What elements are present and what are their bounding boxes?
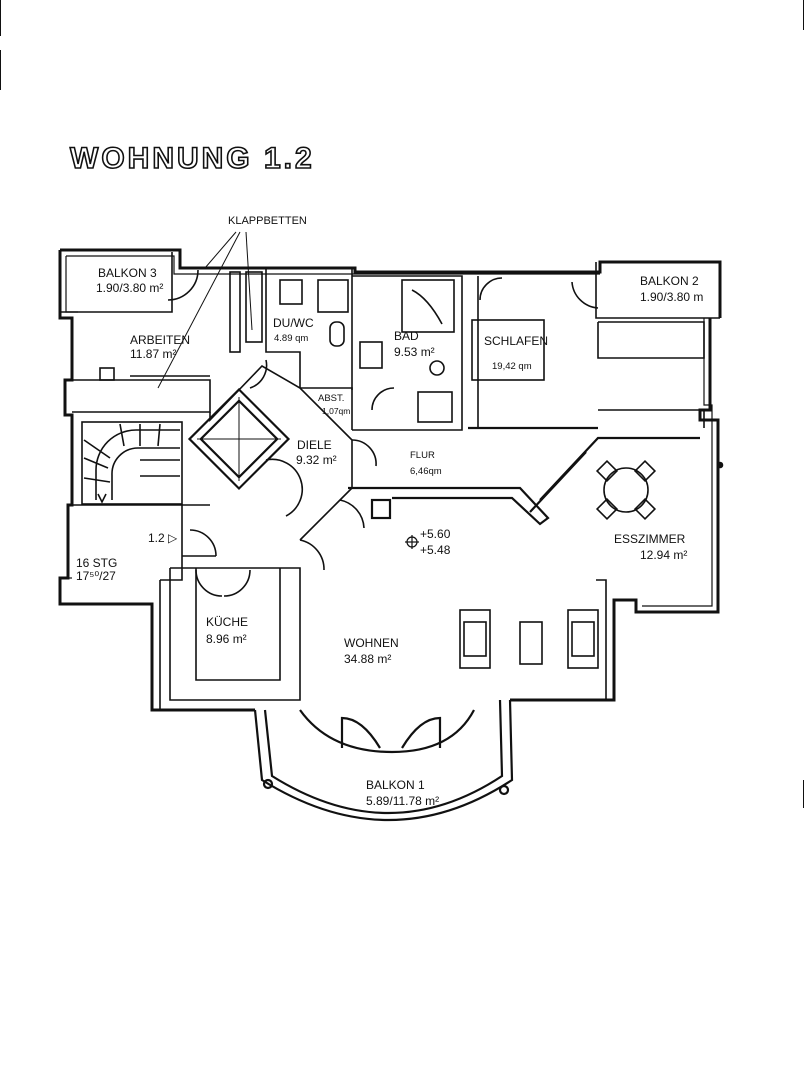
room-name-balkon-3: BALKON 3 xyxy=(98,266,157,280)
plan-title: WOHNUNG 1.2 xyxy=(69,141,315,176)
diele-walls xyxy=(182,359,377,571)
room-name-esszimmer: ESSZIMMER xyxy=(614,532,686,546)
kueche-walls xyxy=(159,567,301,710)
room-area-diele: 9.32 m² xyxy=(296,453,337,467)
room-name-flur: FLUR xyxy=(410,450,435,461)
room-name-balkon-1: BALKON 1 xyxy=(366,778,425,792)
room-area-wohnen: 34.88 m² xyxy=(344,652,392,666)
room-name-arbeiten: ARBEITEN xyxy=(130,333,191,347)
room-name-duwc: DU/WC xyxy=(273,316,314,330)
schlafen-walls xyxy=(471,276,705,428)
room-area-kueche: 8.96 m² xyxy=(206,632,247,646)
room-area-abst: 1,07qm xyxy=(322,406,351,416)
scan-edge-mark xyxy=(0,0,1,36)
room-area-bad: 9.53 m² xyxy=(394,345,435,359)
balkon-1-outline xyxy=(253,699,514,821)
level-upper: +5.60 xyxy=(420,527,451,541)
room-area-balkon-2: 1.90/3.80 m xyxy=(640,290,704,304)
room-name-kueche: KÜCHE xyxy=(206,615,249,629)
room-area-flur: 6,46qm xyxy=(410,466,442,477)
dining-table xyxy=(595,459,724,521)
stairs-rise-run: 17⁵⁰/27 xyxy=(76,569,116,583)
scan-edge-mark xyxy=(0,50,1,90)
room-name-schlafen: SCHLAFEN xyxy=(484,334,549,348)
bad-walls xyxy=(352,275,463,431)
room-area-balkon-3: 1.90/3.80 m² xyxy=(96,281,164,295)
room-area-schlafen: 19,42 qm xyxy=(492,361,532,372)
scan-edge-mark xyxy=(803,0,804,30)
room-name-wohnen: WOHNEN xyxy=(344,636,399,650)
balkon-2-outline xyxy=(571,262,720,319)
balkon-3-outline xyxy=(60,252,199,313)
abst-walls xyxy=(300,387,353,430)
room-area-duwc: 4.89 qm xyxy=(274,333,309,344)
stairs-unit-marker: 1.2 ▷ xyxy=(148,531,178,545)
duwc-walls xyxy=(229,268,353,390)
arbeiten-walls xyxy=(72,367,211,413)
stairs-count: 16 STG xyxy=(76,556,118,570)
wohnen-furniture xyxy=(459,579,607,700)
room-name-balkon-2: BALKON 2 xyxy=(640,274,699,288)
level-marker-icon xyxy=(405,535,419,549)
stairwell xyxy=(72,421,210,581)
room-area-arbeiten: 11.87 m² xyxy=(130,347,177,361)
klappbetten-pointers xyxy=(157,231,253,389)
flur-esszimmer-wall xyxy=(348,426,700,526)
room-name-diele: DIELE xyxy=(297,438,332,452)
wall-inner-lines xyxy=(60,255,713,607)
room-area-esszimmer: 12.94 m² xyxy=(640,548,688,562)
room-name-abst: ABST. xyxy=(318,393,345,404)
diele-lightwell xyxy=(187,387,291,491)
room-area-balkon-1: 5.89/11.78 m² xyxy=(366,794,440,808)
annotation-klappbetten: KLAPPBETTEN xyxy=(228,215,307,227)
room-name-bad: BAD xyxy=(394,329,419,343)
scan-edge-mark xyxy=(803,780,804,808)
level-lower: +5.48 xyxy=(420,543,451,557)
